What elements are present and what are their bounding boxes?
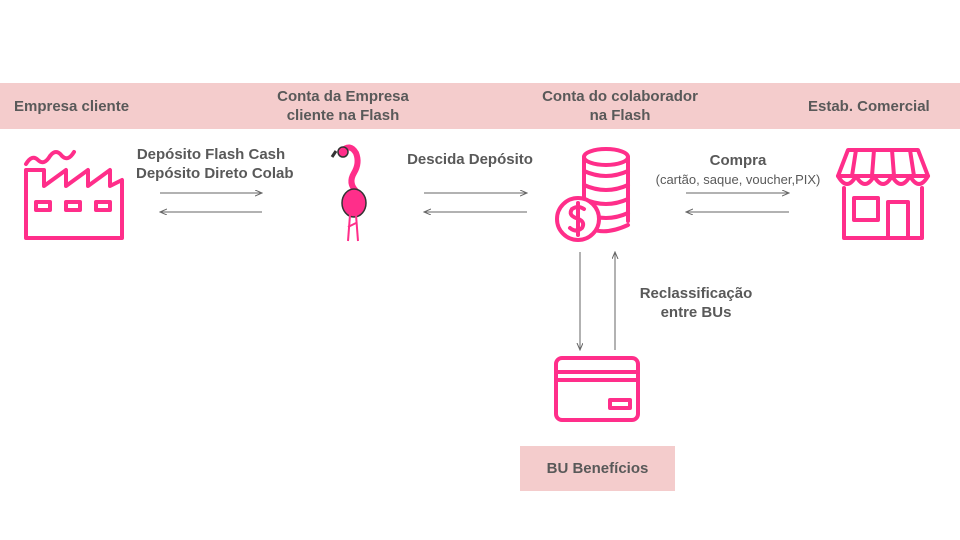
- header-conta-empresa-line2: cliente na Flash: [286, 107, 400, 124]
- deposit-label-line1: Depósito Flash Cash: [136, 146, 286, 163]
- header-conta-colaborador-line2: na Flash: [589, 107, 651, 124]
- bu-beneficios-box: BU Benefícios: [520, 446, 675, 491]
- credit-card-icon: [554, 356, 640, 422]
- header-estab-comercial: Estab. Comercial: [808, 98, 930, 115]
- reclass-label-line2: entre BUs: [660, 304, 732, 321]
- reclass-label-line1: Reclassificação: [639, 285, 753, 302]
- compra-label-detail: (cartão, saque, voucher,PIX): [655, 172, 821, 187]
- bu-beneficios-label: BU Benefícios: [546, 460, 649, 477]
- compra-label-title: Compra: [709, 152, 767, 169]
- header-conta-colaborador: Conta do colaborador na Flash: [520, 87, 720, 125]
- coins-dollar-icon: [555, 147, 630, 242]
- header-conta-colaborador-line1: Conta do colaborador: [542, 88, 698, 105]
- deposit-label-line2: Depósito Direto Colab: [136, 165, 294, 182]
- header-conta-empresa: Conta da Empresa cliente na Flash: [262, 87, 424, 125]
- reclass-label: Reclassificação entre BUs: [636, 284, 756, 322]
- header-empresa-cliente: Empresa cliente: [14, 98, 130, 115]
- descida-label: Descida Depósito: [407, 151, 533, 168]
- header-band: [0, 83, 960, 129]
- compra-label: Compra (cartão, saque, voucher,PIX): [640, 151, 836, 189]
- storefront-icon: [836, 148, 930, 240]
- deposit-label: Depósito Flash Cash Depósito Direto Cola…: [136, 145, 294, 183]
- header-conta-empresa-line1: Conta da Empresa: [277, 88, 409, 105]
- flamingo-icon: [330, 144, 367, 242]
- factory-icon: [24, 150, 124, 240]
